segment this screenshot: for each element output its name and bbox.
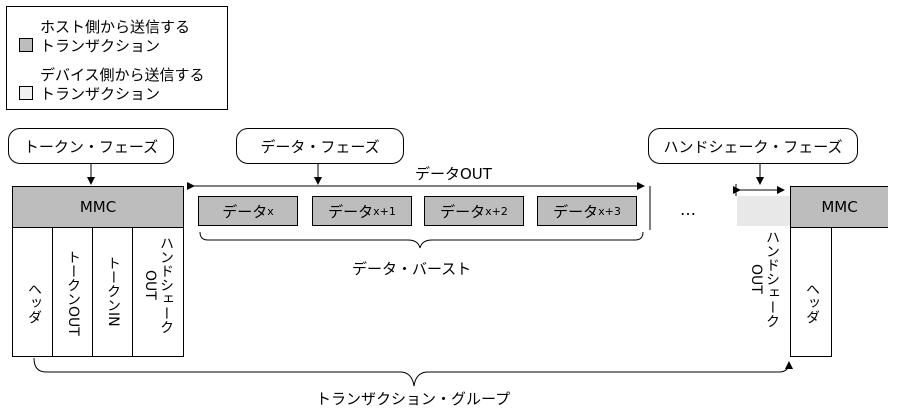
- legend-device-label: デバイス側から送信する トランザクション: [40, 66, 205, 103]
- token-out-label: トークンOUT: [65, 250, 81, 336]
- left-header-label: ヘッダ: [26, 282, 42, 324]
- right-header-column: ヘッダ: [790, 227, 832, 357]
- legend-host-label: ホスト側から送信する トランザクション: [40, 18, 191, 55]
- data-packet-label: データ: [440, 202, 486, 221]
- token-phase-box: トークン・フェーズ: [8, 128, 174, 164]
- token-out-column: トークンOUT: [52, 227, 93, 357]
- data-packet-subscript: x+1: [373, 204, 396, 218]
- legend: ホスト側から送信する トランザクション デバイス側から送信する トランザクション: [6, 6, 228, 110]
- data-packet-label: データ: [328, 202, 374, 221]
- handshake-phase-box: ハンドシェーク・フェーズ: [648, 128, 858, 164]
- data-packet-label: データ: [222, 202, 268, 221]
- data-burst-label: データ・バースト: [352, 260, 472, 278]
- left-mmc-header: MMC: [12, 186, 184, 228]
- handshake-out-column: ハンドシェーク OUT: [132, 227, 184, 357]
- data-packet-subscript: x+3: [598, 204, 621, 218]
- left-header-column: ヘッダ: [12, 227, 53, 357]
- transaction-group-label: トランザクション・グループ: [316, 390, 511, 408]
- handshake-out-label: ハンドシェーク OUT: [748, 230, 780, 328]
- data-phase-box: データ・フェーズ: [236, 128, 404, 164]
- device-swatch: [19, 86, 33, 100]
- token-in-label: トークンIN: [105, 256, 121, 327]
- data-packet-label: データ: [553, 202, 599, 221]
- data-out-label: データOUT: [415, 165, 492, 183]
- handshake-out-col-label: ハンドシェーク OUT: [142, 236, 174, 334]
- host-swatch: [19, 38, 33, 52]
- data-packet-subscript: x: [267, 204, 274, 218]
- token-in-column: トークンIN: [92, 227, 133, 357]
- handshake-packet: [737, 196, 790, 226]
- right-header-label: ヘッダ: [804, 282, 820, 324]
- right-mmc-header: MMC: [790, 186, 888, 228]
- ellipsis: …: [680, 200, 696, 219]
- data-packet-subscript: x+2: [485, 204, 508, 218]
